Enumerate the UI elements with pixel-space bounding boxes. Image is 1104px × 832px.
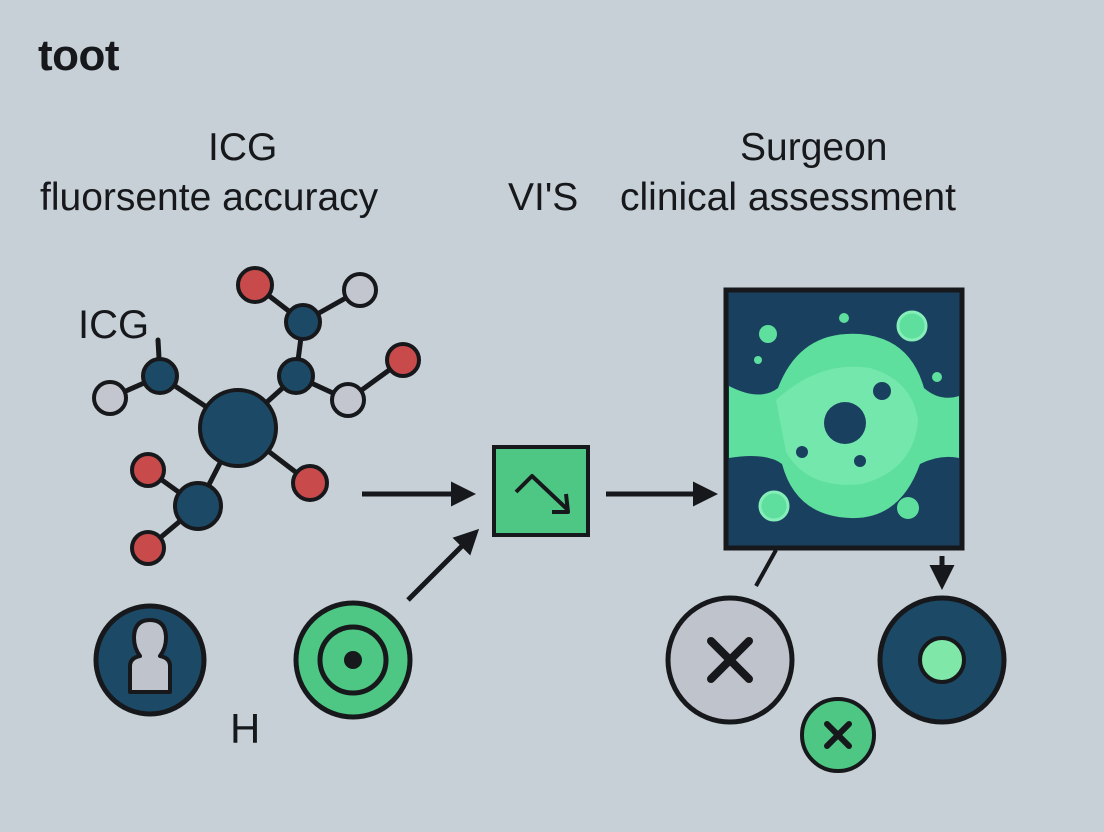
atom (236, 266, 274, 304)
x-icon (665, 595, 795, 725)
atom (385, 342, 421, 378)
atom (284, 303, 322, 341)
atom (277, 357, 315, 395)
left-heading-line1: ICG (208, 126, 278, 169)
atom (130, 452, 166, 488)
corner-title: toot (38, 31, 120, 80)
molecule-atoms (92, 266, 421, 566)
molecule-label: ICG (78, 303, 150, 347)
central-atom (198, 388, 278, 468)
ring-icon (877, 595, 1007, 725)
arrow-target-to-trend (406, 528, 480, 602)
atom (173, 481, 223, 531)
h-label: H (230, 705, 261, 752)
atom (342, 272, 378, 308)
atom (92, 380, 128, 416)
connector-line (754, 549, 778, 587)
target-icon (293, 600, 413, 720)
right-heading-line2: clinical assessment (620, 176, 956, 219)
right-heading-line1: Surgeon (740, 126, 888, 169)
atom (130, 530, 166, 566)
vs-label: VI'S (508, 176, 579, 219)
atom (141, 357, 179, 395)
molecule-icon (92, 266, 421, 566)
atom (330, 382, 366, 418)
trend-icon (492, 445, 590, 537)
left-heading-line2: fluorsente accuracy (40, 176, 379, 219)
small-x-icon (800, 697, 876, 773)
atom (291, 464, 329, 502)
tissue-scan-icon (723, 287, 965, 551)
person-icon (93, 603, 207, 717)
